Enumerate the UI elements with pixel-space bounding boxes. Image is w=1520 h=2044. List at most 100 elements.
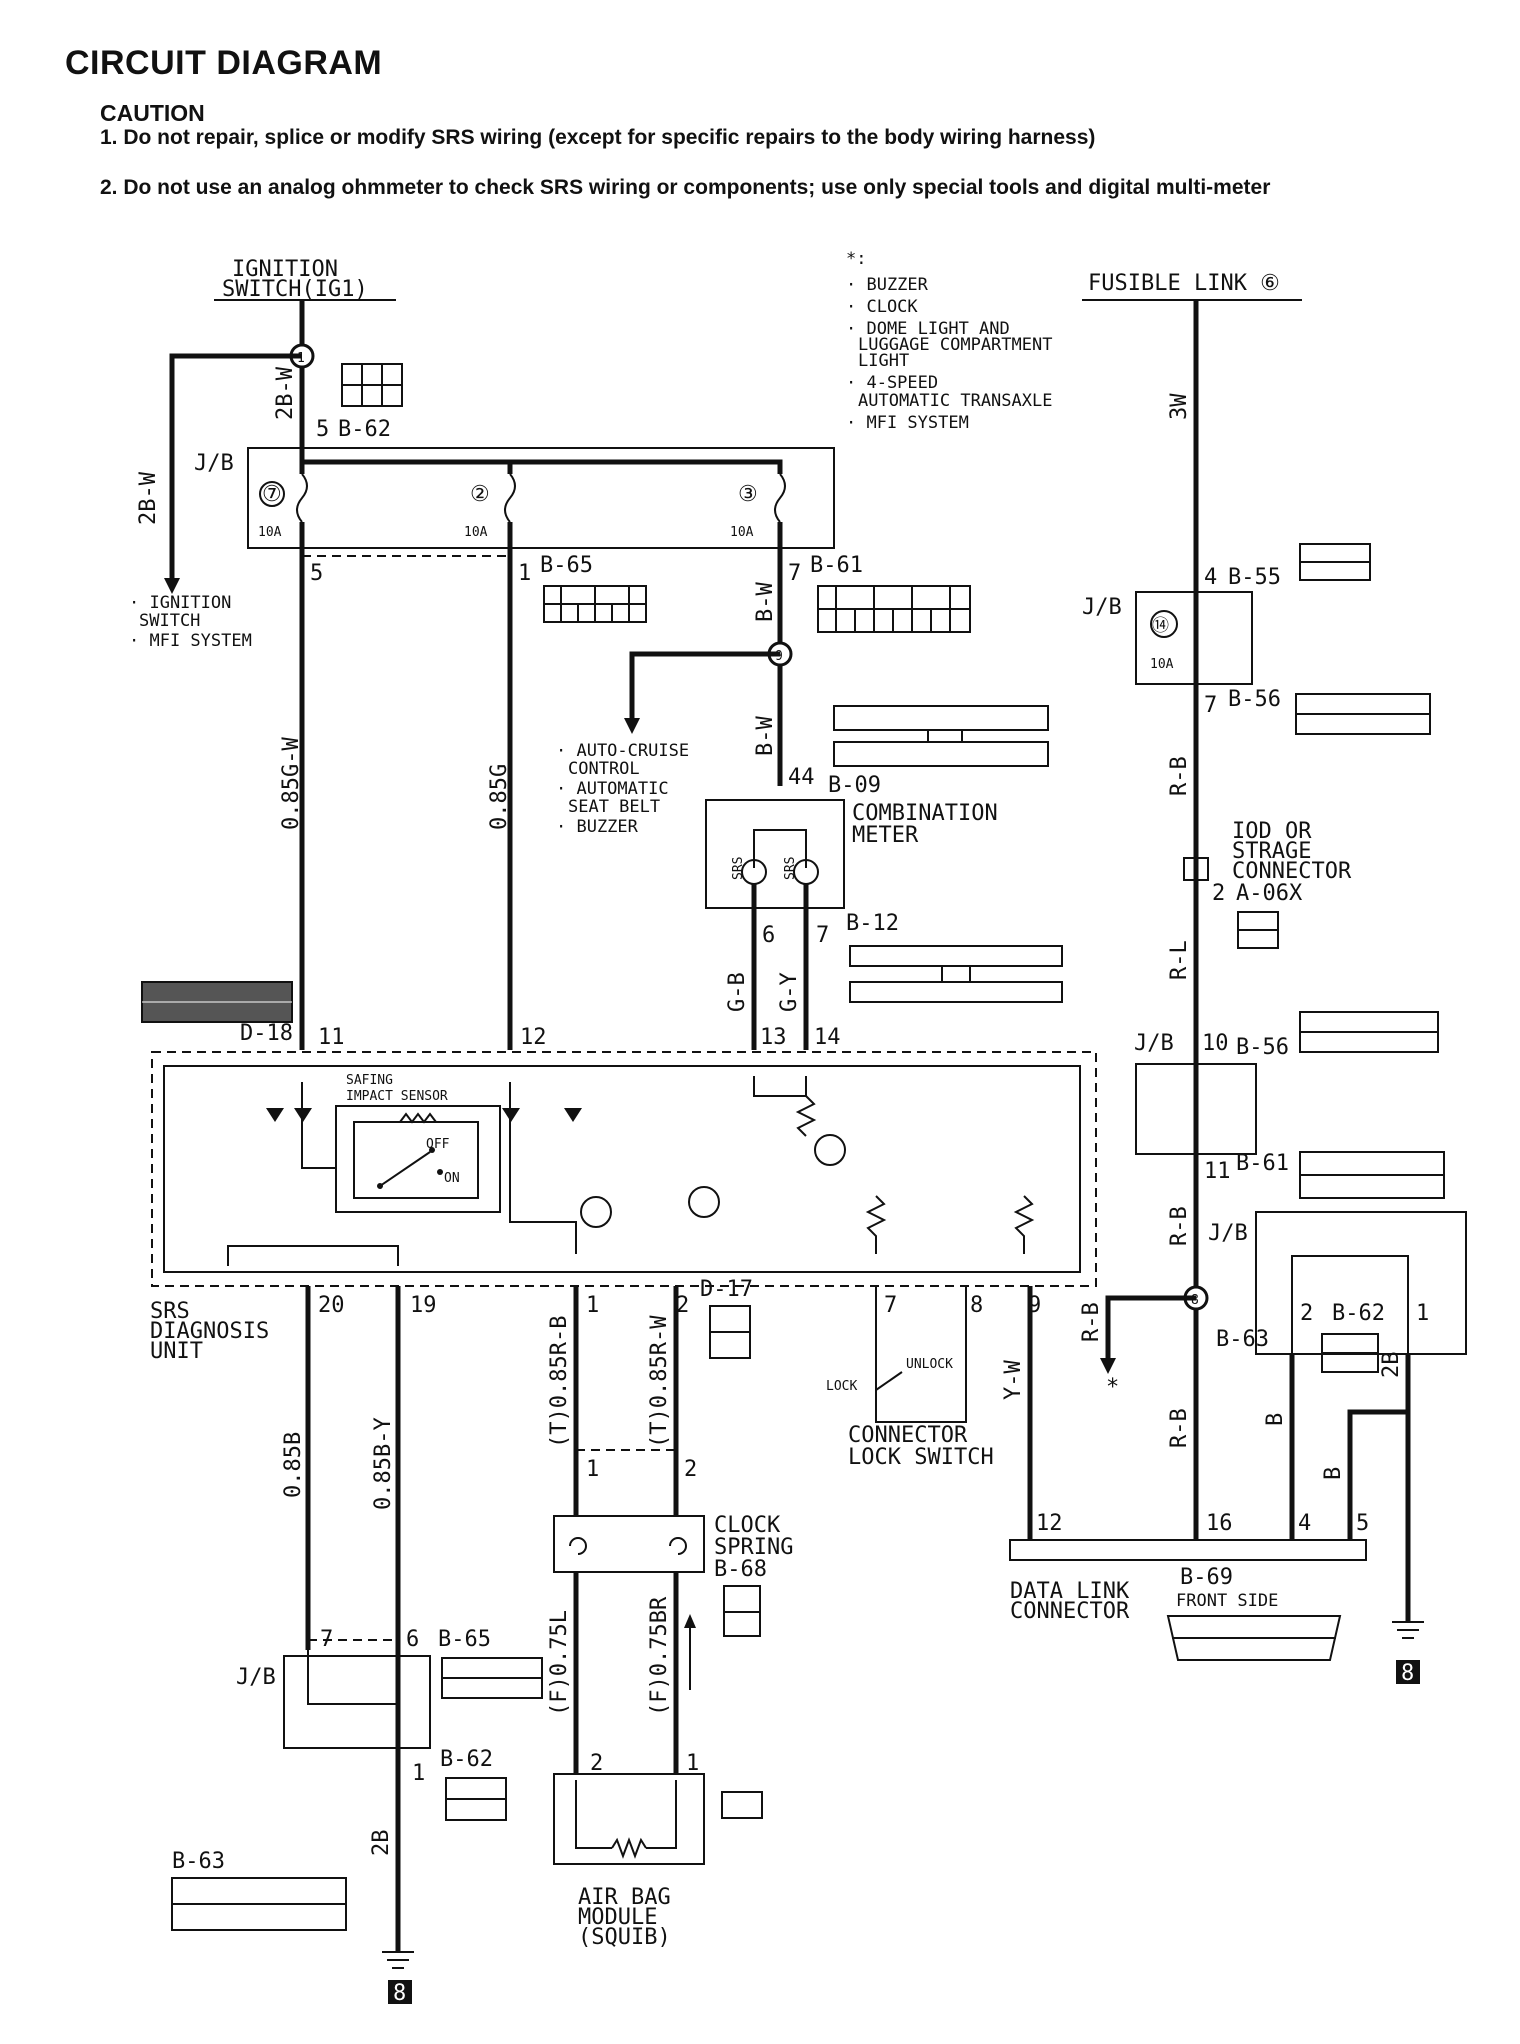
safing-on-label: ON (444, 1171, 460, 1186)
connector-b65-bottom: B-65 (438, 1627, 491, 1652)
fuse-2-rating: 10A (464, 525, 488, 540)
pin-1c: 1 (1416, 1301, 1429, 1326)
front-side-label: FRONT SIDE (1176, 1591, 1278, 1611)
pin-11b: 11 (1204, 1159, 1231, 1184)
data-link-connector-bar (1009, 1539, 1367, 1561)
connector-b69: B-69 (1180, 1565, 1233, 1590)
clock-spring-label-1: CLOCK (714, 1513, 781, 1538)
connector-d18: D-18 (240, 1021, 293, 1046)
wire-label-t085rw: (T)0.85R-W (647, 1315, 672, 1448)
fuse-7-number-ring (259, 481, 285, 507)
iod-label-2: STRAGE (1232, 839, 1311, 864)
branch-arrow-mid (624, 718, 640, 734)
connector-b56-a: B-56 (1228, 687, 1281, 712)
wire-bw-branch (629, 651, 780, 718)
jb-top-label: J/B (194, 451, 234, 476)
diag-unit-label-2: DIAGNOSIS (150, 1319, 269, 1344)
combination-meter-label-2: METER (852, 823, 919, 848)
pin-13: 13 (760, 1025, 787, 1050)
pin-12: 12 (520, 1025, 547, 1050)
caution-item-1: 1. Do not repair, splice or modify SRS w… (100, 126, 1096, 149)
diode-1 (266, 1108, 284, 1122)
wire-label-t085rb: (T)0.85R-B (547, 1316, 572, 1448)
fuse-7-rating: 10A (258, 525, 282, 540)
clock-spring-label-2: SPRING (714, 1535, 793, 1560)
pin-1f: 1 (412, 1761, 425, 1786)
wire-label-2b-a: 2B (369, 1830, 394, 1857)
jb-bottom-trace (307, 1650, 398, 1705)
caution-item-2: 2. Do not use an analog ohmmeter to chec… (100, 176, 1271, 199)
branch-left-3: · MFI SYSTEM (129, 631, 252, 651)
wire-label-b-b: B (1321, 1467, 1346, 1480)
ignition-label-1: IGNITION (232, 257, 338, 282)
pin-7e: 7 (320, 1627, 333, 1652)
resistor-lock-2 (1013, 1195, 1035, 1254)
wire-label-gy: G-Y (777, 972, 802, 1012)
diode-2 (294, 1108, 312, 1122)
lock-label: LOCK (826, 1379, 857, 1394)
caution-heading: CAUTION (100, 100, 205, 126)
airbag-label-1: AIR BAG (578, 1885, 671, 1910)
connector-lock-switch-label-1: CONNECTOR (848, 1423, 968, 1448)
unlock-label: UNLOCK (906, 1357, 953, 1372)
srs-lamp-1-label: SRS (731, 857, 746, 880)
pin-1e: 1 (686, 1751, 699, 1776)
iod-label-3: CONNECTOR (1232, 859, 1352, 884)
transistor-1 (580, 1196, 612, 1228)
connector-lock-switch-label-2: LOCK SWITCH (848, 1445, 994, 1470)
connector-icon-b69 (1166, 1615, 1342, 1661)
connector-icon-airbag (721, 1791, 763, 1819)
wire-label-2bw-a: 2B-W (136, 471, 161, 525)
connector-b61-top: B-61 (810, 553, 863, 578)
wire-label-085b: 0.85B (281, 1432, 306, 1498)
ground-ref-right (1396, 1660, 1420, 1684)
airbag-label-3: (SQUIB) (578, 1925, 671, 1950)
ground-left-icon (382, 1951, 414, 1969)
fuse-3 (774, 473, 786, 568)
connector-b65-top: B-65 (540, 553, 593, 578)
fuse-2 (504, 473, 516, 568)
wire-label-yw: Y-W (1001, 1360, 1026, 1400)
srs-diagnosis-unit-inner (163, 1065, 1081, 1273)
branch-arrow-left (164, 578, 180, 594)
pin-44: 44 (788, 765, 815, 790)
connector-icon-b65-top (543, 585, 647, 623)
branch-mid-1: · AUTO-CRUISE (556, 741, 689, 761)
pin-5c: 5 (1356, 1511, 1369, 1536)
wire-label-gb: G-B (725, 972, 750, 1012)
iod-label-1: IOD OR (1232, 819, 1312, 844)
pin-5a: 5 (316, 417, 329, 442)
pin-1b: 1 (586, 1293, 599, 1318)
wire-label-rb-c: R-B (1079, 1302, 1104, 1342)
fuse-14-ring (1150, 610, 1178, 638)
srs-diagnosis-unit-outline (151, 1051, 1097, 1287)
wire-label-rl: R-L (1167, 940, 1192, 980)
wire-label-3w: 3W (1167, 393, 1192, 420)
jb-right-2-label: J/B (1134, 1031, 1174, 1056)
connector-b55: B-55 (1228, 565, 1281, 590)
fuse-14-number: ⑭ (1152, 616, 1169, 636)
diode-3 (502, 1108, 520, 1122)
wire-rb-branch (1105, 1295, 1196, 1358)
wire-b-b (1347, 1409, 1408, 1540)
wire-label-2bw-b: 2B-W (273, 366, 298, 420)
diag-unit-label-3: UNIT (150, 1339, 203, 1364)
jb-right-label: J/B (1082, 595, 1122, 620)
fuse-2-number: ② (470, 482, 490, 507)
wire-label-rb-b: R-B (1167, 1206, 1192, 1246)
star-note-8: · MFI SYSTEM (846, 413, 969, 433)
safing-off-label: OFF (426, 1137, 450, 1152)
combination-meter-box (705, 799, 845, 909)
connector-icon-b65-bottom (441, 1657, 543, 1699)
fuse-14-rating: 10A (1150, 657, 1174, 672)
connector-b63-bottom: B-63 (172, 1849, 225, 1874)
pin-2f: 2 (1212, 881, 1225, 906)
junction-block-bottom (283, 1655, 431, 1749)
pin-4a: 4 (1204, 565, 1217, 590)
wire-ignition-branch (169, 353, 302, 578)
connector-b62-right: B-62 (1332, 1301, 1385, 1326)
wire-label-rb-a: R-B (1167, 756, 1192, 796)
safing-impact-sensor (335, 1105, 501, 1213)
pin-2b: 2 (676, 1293, 689, 1318)
branch-left-1: · IGNITION (129, 593, 231, 613)
